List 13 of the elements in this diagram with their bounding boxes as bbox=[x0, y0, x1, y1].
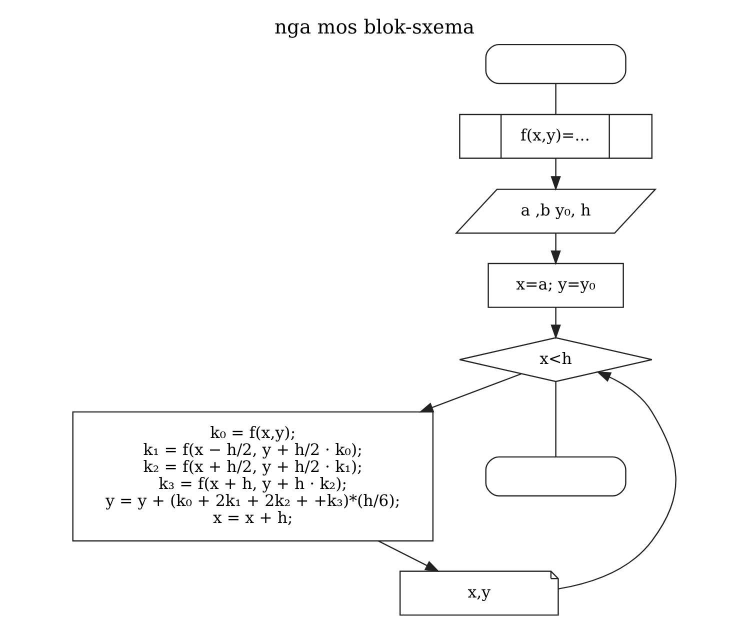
node-oval bbox=[485, 44, 626, 84]
connector bbox=[555, 382, 556, 457]
arrow bbox=[550, 158, 561, 191]
diagram-title: nga mos blok-sxema bbox=[274, 15, 475, 38]
node-oval bbox=[485, 456, 626, 496]
arrow bbox=[418, 373, 522, 413]
arrow bbox=[550, 233, 561, 266]
node-box: x=a; y=y₀ bbox=[488, 262, 624, 308]
connector bbox=[555, 84, 556, 114]
arrow bbox=[550, 307, 561, 340]
node-box: k₀ = f(x,y); k₁ = f(x − h/2, y + h/2 · k₀); k₂ = f(x + h/2, y + h/2 · k₁); k₃ = f(x + h, y + h · k₂); y = y + (k₀ + 2k₁ + 2k₂ + +k₃)*(h/6); x = x + h; bbox=[72, 411, 434, 542]
arrow bbox=[558, 371, 676, 590]
arrow bbox=[378, 540, 440, 572]
